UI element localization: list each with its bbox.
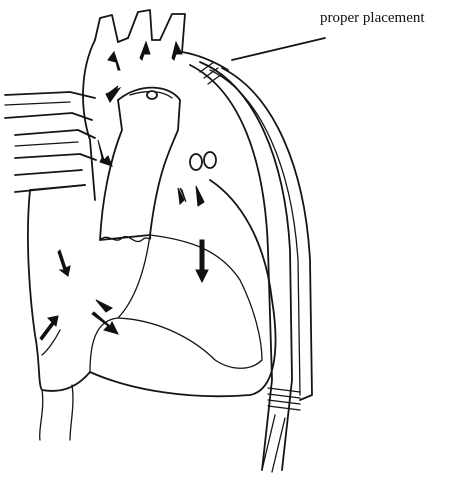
flow-arrow-icon: [108, 52, 120, 70]
flow-arrow-icon: [92, 312, 118, 334]
flow-arrow-icon: [178, 188, 186, 204]
left-vessels: [5, 92, 96, 192]
flow-arrow-icon: [196, 186, 204, 206]
flow-arrow-icon: [40, 316, 58, 340]
flow-arrow-icon: [98, 140, 112, 166]
flow-arrow-icon: [58, 250, 70, 276]
placement-leader-line: [232, 38, 325, 60]
flow-arrow-icon: [140, 42, 150, 60]
flow-arrow-icon: [96, 300, 112, 312]
pulmonary-trunk: [100, 88, 180, 242]
catheter-tube: [190, 62, 312, 472]
flow-arrow-icon: [172, 42, 182, 60]
proper-placement-label: proper placement: [320, 10, 425, 26]
